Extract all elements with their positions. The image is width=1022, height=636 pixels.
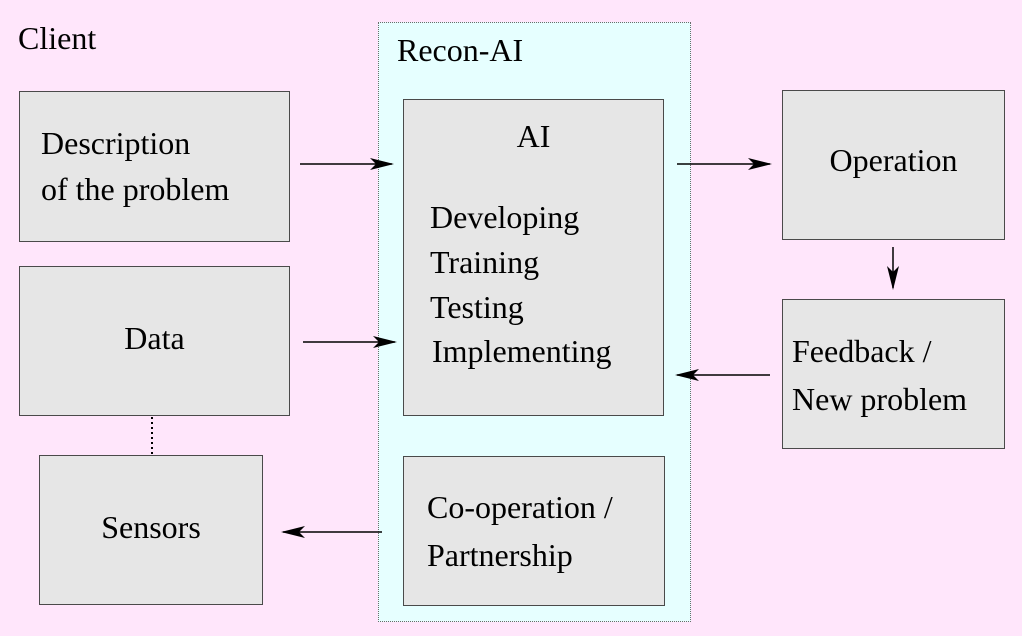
data-label: Data bbox=[124, 320, 185, 356]
operation-box: Operation bbox=[782, 90, 1005, 240]
cooperation-line-1: Co-operation / bbox=[427, 489, 613, 525]
ai-step-training: Training bbox=[430, 244, 540, 280]
recon-ai-label: Recon-AI bbox=[397, 32, 524, 68]
cooperation-box: Co-operation / Partnership bbox=[403, 456, 665, 606]
ai-box: AI Developing Training Testing Implement… bbox=[403, 99, 664, 416]
data-box: Data bbox=[19, 266, 290, 416]
description-line-1: Description bbox=[41, 125, 191, 161]
ai-step-implementing: Implementing bbox=[432, 333, 612, 369]
sensors-label: Sensors bbox=[101, 509, 201, 545]
ai-step-testing: Testing bbox=[430, 289, 524, 325]
description-line-2: of the problem bbox=[41, 171, 230, 207]
ai-title: AI bbox=[516, 118, 551, 154]
feedback-line-2: New problem bbox=[792, 381, 968, 417]
operation-label: Operation bbox=[829, 142, 958, 178]
feedback-box: Feedback / New problem bbox=[782, 299, 1005, 449]
sensors-box: Sensors bbox=[39, 455, 263, 605]
description-box: Description of the problem bbox=[19, 91, 290, 242]
feedback-line-1: Feedback / bbox=[792, 333, 932, 369]
ai-step-developing: Developing bbox=[430, 199, 580, 235]
client-label: Client bbox=[18, 20, 97, 56]
cooperation-line-2: Partnership bbox=[427, 537, 573, 573]
